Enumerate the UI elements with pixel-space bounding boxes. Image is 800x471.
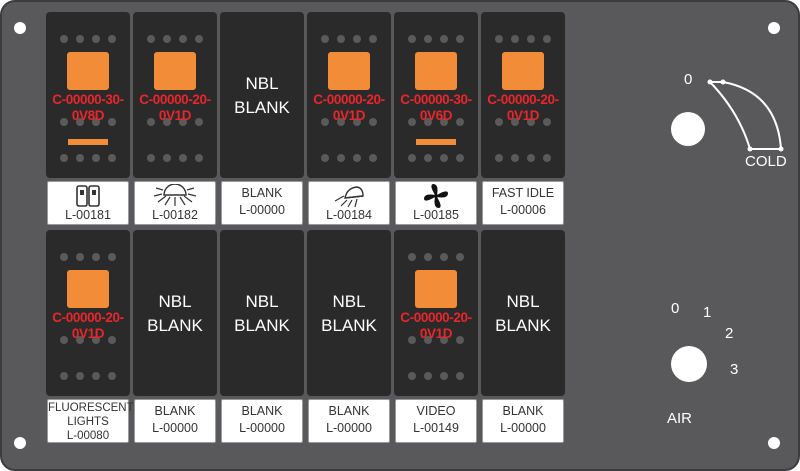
rocker-switch[interactable]: C-00000-20-0V1D xyxy=(46,230,130,396)
legend-text: BLANK xyxy=(154,404,196,418)
rocker-switch[interactable]: C-00000-20-0V1D xyxy=(481,12,565,178)
air-position-0: 0 xyxy=(671,300,680,317)
spotlight-icon xyxy=(309,184,389,208)
switch-legend-label: BLANK L-00000 xyxy=(308,399,390,443)
legend-text: L-00149 xyxy=(413,421,459,435)
legend-text: L-00080 xyxy=(66,430,110,442)
legend-text: L-00006 xyxy=(500,203,546,217)
switch-legend-label: VIDEO L-00149 xyxy=(395,399,477,443)
rocker-switch[interactable]: C-00000-20-0V1D xyxy=(133,12,217,178)
temp-cold-label: COLD xyxy=(745,153,787,170)
indicator-lamp xyxy=(328,52,370,90)
switch-legend-label: BLANK L-00000 xyxy=(221,399,303,443)
switch-part-code: C-00000-20-0V1D xyxy=(487,92,559,123)
indicator-lamp xyxy=(502,52,544,90)
indicator-lamp xyxy=(415,52,457,90)
rocker-switch[interactable]: C-00000-30-0V8D xyxy=(46,12,130,178)
switch-legend-label: L-00184 xyxy=(308,181,390,225)
indicator-lamp xyxy=(67,270,109,308)
mount-hole-bottom-left xyxy=(14,437,26,449)
legend-code: L-00182 xyxy=(152,208,198,222)
legend-text: VIDEO xyxy=(416,404,456,418)
switch-legend-label: FAST IDLE L-00006 xyxy=(482,181,564,225)
rocker-switch[interactable]: C-00000-20-0V1D xyxy=(394,230,478,396)
legend-text: LIGHTS xyxy=(67,416,109,428)
indicator-lamp xyxy=(67,52,109,90)
legend-text: L-00000 xyxy=(239,421,285,435)
legend-text: BLANK xyxy=(502,404,544,418)
rocker-switch[interactable]: C-00000-30-0V6D xyxy=(394,12,478,178)
switch-legend-label: L-00185 xyxy=(395,181,477,225)
switch-part-code: C-00000-20-0V1D xyxy=(52,310,124,341)
legend-text: BLANK xyxy=(328,404,370,418)
fan-icon xyxy=(396,184,476,208)
switch-part-code: C-00000-20-0V1D xyxy=(400,310,472,341)
door-icon xyxy=(48,184,128,208)
indicator-bar xyxy=(416,139,456,145)
legend-text: FLUORESCENT xyxy=(48,402,134,414)
air-knob-hole[interactable] xyxy=(671,346,707,382)
switch-part-code: C-00000-30-0V6D xyxy=(400,92,472,123)
legend-code: L-00184 xyxy=(326,208,372,222)
rocker-switch[interactable]: C-00000-20-0V1D xyxy=(307,12,391,178)
mount-hole-top-right xyxy=(768,22,780,34)
switch-legend-label: BLANK L-00000 xyxy=(221,181,303,225)
legend-code: L-00185 xyxy=(413,208,459,222)
legend-text: L-00000 xyxy=(152,421,198,435)
switch-part-code: C-00000-20-0V1D xyxy=(313,92,385,123)
temp-position-0: 0 xyxy=(684,71,693,88)
air-position-1: 1 xyxy=(703,304,712,321)
switch-legend-label: L-00182 xyxy=(134,181,216,225)
mount-hole-bottom-right xyxy=(768,437,780,449)
switch-legend-label: L-00181 xyxy=(47,181,129,225)
switch-legend-label: FLUORESCENT LIGHTS L-00080 xyxy=(47,399,134,443)
indicator-lamp xyxy=(415,270,457,308)
indicator-bar xyxy=(68,139,108,145)
sun-light-icon xyxy=(135,184,215,208)
legend-code: L-00181 xyxy=(65,208,111,222)
legend-text: L-00000 xyxy=(239,203,285,217)
switch-legend-label: BLANK L-00000 xyxy=(482,399,564,443)
switch-part-code: C-00000-30-0V8D xyxy=(52,92,124,123)
air-position-2: 2 xyxy=(725,325,734,342)
mount-hole-top-left xyxy=(14,22,26,34)
legend-text: BLANK xyxy=(241,186,283,200)
air-position-3: 3 xyxy=(730,361,739,378)
indicator-lamp xyxy=(154,52,196,90)
switch-part-code: C-00000-20-0V1D xyxy=(139,92,211,123)
legend-text: L-00000 xyxy=(326,421,372,435)
legend-text: L-00000 xyxy=(500,421,546,435)
switch-legend-label: BLANK L-00000 xyxy=(134,399,216,443)
legend-text: BLANK xyxy=(241,404,283,418)
legend-text: FAST IDLE xyxy=(491,186,555,200)
air-label: AIR xyxy=(667,410,693,427)
temp-knob-hole[interactable] xyxy=(671,112,705,146)
